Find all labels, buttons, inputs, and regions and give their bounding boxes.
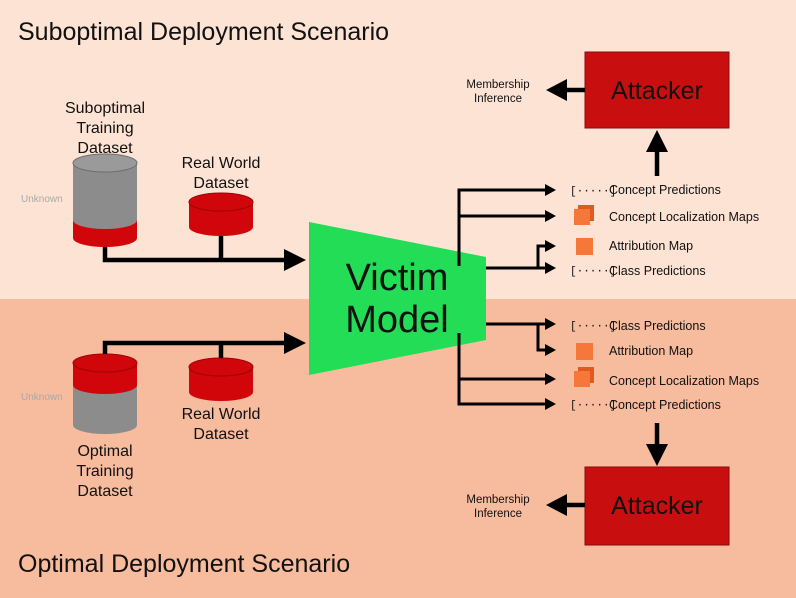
attacker-box-bottom [584, 466, 730, 546]
arrow-outputs-to-attacker-top [646, 130, 668, 176]
attribution-map-label-bottom: Attribution Map [609, 344, 693, 358]
suboptimal-scenario-title: Suboptimal Deployment Scenario [18, 18, 389, 46]
attacker-label-top: Attacker [611, 77, 703, 105]
output-wiring-bottom [457, 318, 556, 410]
victim-model-label-line2: Model [345, 299, 449, 341]
victim-model-label-line1: Victim [346, 257, 449, 299]
concept-localization-label-top: Concept Localization Maps [609, 210, 759, 224]
real-world-dataset-cylinder-bottom [188, 357, 254, 401]
concept-localization-label-bottom: Concept Localization Maps [609, 374, 759, 388]
real-world-label-bottom-line1: Real World [182, 406, 261, 423]
attribution-map-icon-bottom [576, 343, 593, 360]
real-world-dataset-cylinder-top [188, 192, 254, 236]
unknown-label-bottom: Unknown [21, 392, 63, 403]
suboptimal-training-label-line1: Suboptimal [65, 100, 145, 117]
real-world-label-top-line1: Real World [182, 155, 261, 172]
arrow-datasets-to-victim-bottom [102, 332, 306, 358]
suboptimal-training-dataset-cylinder [72, 153, 138, 247]
unknown-label-top: Unknown [21, 194, 63, 205]
class-predictions-label-top: Class Predictions [609, 264, 706, 278]
suboptimal-training-label-line2: Training [76, 120, 133, 137]
concept-predictions-bracket-bottom: [·····] [570, 400, 616, 412]
concept-predictions-label-bottom: Concept Predictions [609, 398, 721, 412]
optimal-training-label-line3: Dataset [77, 483, 133, 500]
class-predictions-bracket-bottom: [·····] [570, 321, 616, 333]
concept-predictions-bracket-top: [·····] [570, 186, 616, 198]
arrow-outputs-to-attacker-bottom [646, 423, 668, 466]
victim-model-shape [309, 222, 486, 375]
membership-inference-bottom-line1: Membership [466, 494, 529, 506]
real-world-label-top-line2: Dataset [193, 175, 249, 192]
concept-predictions-label-top: Concept Predictions [609, 183, 721, 197]
optimal-scenario-title: Optimal Deployment Scenario [18, 550, 350, 578]
concept-localization-icon-top [574, 205, 594, 225]
class-predictions-label-bottom: Class Predictions [609, 319, 706, 333]
attacker-label-bottom: Attacker [611, 492, 703, 520]
membership-inference-bottom-line2: Inference [474, 508, 522, 520]
real-world-label-bottom-line2: Dataset [193, 426, 249, 443]
arrow-attacker-to-membership-bottom [546, 494, 585, 516]
concept-localization-icon-bottom [574, 367, 594, 387]
arrow-attacker-to-membership-top [546, 79, 585, 101]
optimal-training-dataset-cylinder [72, 353, 138, 434]
optimal-training-label-line2: Training [76, 463, 133, 480]
membership-inference-top-line2: Inference [474, 93, 522, 105]
membership-inference-top-line1: Membership [466, 79, 529, 91]
attribution-map-label-top: Attribution Map [609, 239, 693, 253]
optimal-training-label-line1: Optimal [77, 443, 132, 460]
attacker-box-top [584, 51, 730, 129]
suboptimal-training-label-line3: Dataset [77, 140, 133, 157]
class-predictions-bracket-top: [·····] [570, 266, 616, 278]
arrow-datasets-to-victim-top [102, 236, 306, 271]
output-wiring-top [457, 184, 556, 274]
attribution-map-icon-top [576, 238, 593, 255]
